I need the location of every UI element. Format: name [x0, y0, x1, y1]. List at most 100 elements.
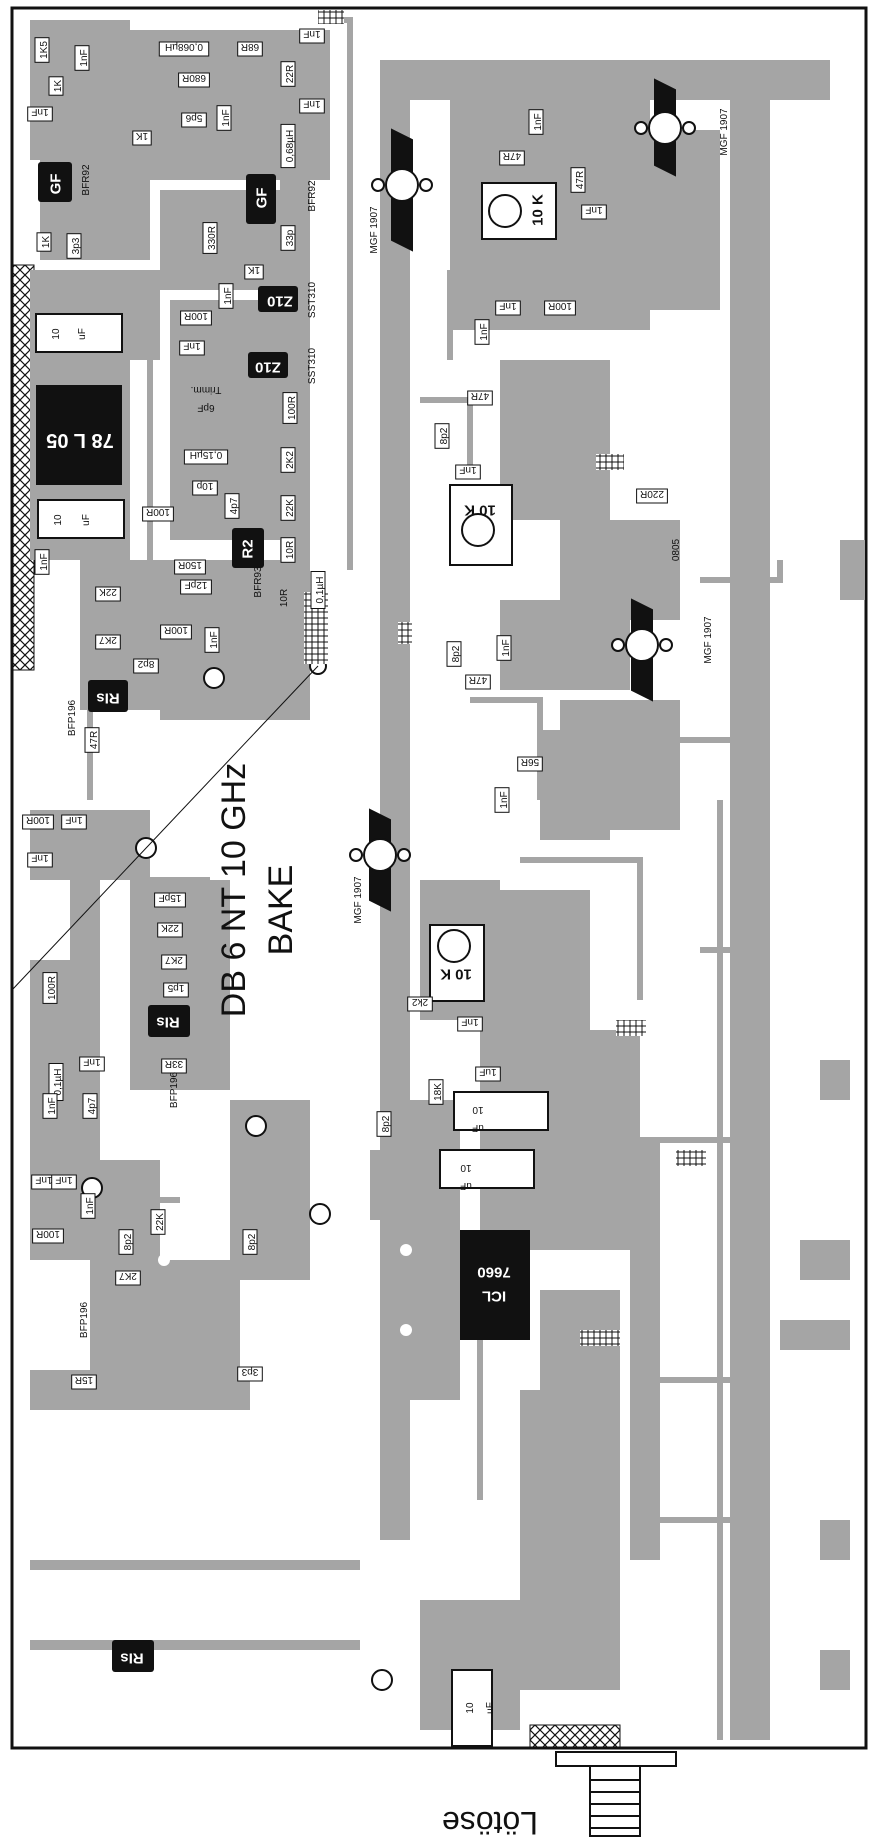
component-label: 1K5 [34, 37, 50, 63]
component-label: GF [254, 188, 271, 209]
label-text: 8p2 [451, 645, 462, 662]
component-label: 330R [202, 222, 218, 254]
label-text: 10R [285, 541, 296, 559]
label-text: 0805 [671, 538, 682, 561]
component-label: 1nF [494, 787, 510, 813]
label-text: 1nF [499, 300, 516, 311]
label-text: uF [485, 1702, 496, 1714]
component-label: 8p2 [242, 1229, 258, 1255]
label-box [204, 627, 220, 653]
component-label: 1nF [27, 106, 53, 122]
label-box [174, 559, 206, 575]
label-box [180, 310, 212, 326]
component-label: 0,1µH [310, 571, 326, 609]
component-label: RIs [156, 1014, 179, 1031]
label-text: ICL [482, 1288, 506, 1305]
component-label: 10R [279, 589, 290, 607]
label-text: 1nF [31, 852, 48, 863]
component-label: 1nF [61, 814, 87, 830]
component-label: 0,15µH [183, 449, 229, 465]
label-text: BFR93 [253, 566, 264, 598]
component-label: 10 [472, 1104, 484, 1115]
component-label: uF [81, 514, 92, 526]
label-text: 33p [285, 229, 296, 246]
component-label: 3p3 [237, 1366, 263, 1382]
label-text: 1K [248, 264, 261, 275]
label-text: 10 [53, 514, 64, 526]
component-label: BFP196 [67, 699, 78, 736]
label-text: 47R [575, 171, 586, 189]
label-text: 0,68µH [285, 130, 296, 162]
component-label: 22K [280, 495, 296, 521]
label-text: 10 K [530, 194, 547, 226]
label-box [51, 1174, 77, 1190]
label-box [27, 852, 53, 868]
board-outline [10, 6, 868, 1750]
component-label: 1nF [581, 204, 607, 220]
component-label: 2K7 [95, 634, 121, 650]
label-box [34, 37, 50, 63]
label-text: 47R [89, 731, 100, 749]
component-label: 1K [132, 130, 152, 146]
label-text: 330R [207, 226, 218, 250]
label-text: 1nF [79, 49, 90, 66]
label-text: 15R [75, 1374, 93, 1385]
component-label: 1nF [218, 283, 234, 309]
component-label: 0,68µH [280, 123, 296, 169]
label-box [22, 814, 54, 830]
label-text: 1nF [85, 1197, 96, 1214]
label-box [299, 98, 325, 114]
component-label: RIs [96, 690, 119, 707]
component-label: uF [472, 1122, 484, 1133]
label-text: uF [77, 328, 88, 340]
label-text: uF [81, 514, 92, 526]
component-label: 22K [95, 586, 121, 602]
label-text: 47R [469, 674, 487, 685]
component-label: 47R [465, 674, 491, 690]
label-text: 10R [279, 589, 290, 607]
component-label: uF [485, 1702, 496, 1714]
label-text: 1nF [65, 814, 82, 825]
component-label: 1uF [475, 1066, 501, 1082]
label-text: 56R [521, 756, 539, 767]
component-label: Z10 [255, 359, 281, 376]
component-label: uF [77, 328, 88, 340]
label-box [407, 996, 433, 1012]
component-label: 22R [280, 61, 296, 87]
label-text: 1nF [459, 464, 476, 475]
label-box [71, 1374, 97, 1390]
component-label: 100R [22, 814, 54, 830]
label-text: 100R [26, 814, 50, 825]
component-label: 68R [237, 41, 263, 57]
label-text: 680R [182, 72, 206, 83]
label-box [79, 1056, 105, 1072]
component-label: SST310 [307, 281, 318, 318]
label-text: 22K [155, 1213, 166, 1231]
label-text: 1K [136, 130, 149, 141]
label-box [280, 225, 296, 251]
label-text: RIs [96, 690, 119, 707]
label-text: 8p2 [439, 427, 450, 444]
label-box [158, 41, 210, 57]
label-box [161, 1058, 187, 1074]
component-label: 10 K [464, 502, 496, 519]
component-label: 15pF [154, 892, 186, 908]
label-text: 1K [41, 236, 52, 249]
label-text: 1nF [223, 287, 234, 304]
label-text: 1nF [55, 1174, 72, 1185]
label-box [160, 624, 192, 640]
component-label: MGF 1907 [369, 206, 380, 254]
label-text: 3p3 [71, 237, 82, 254]
label-text: Z10 [255, 359, 281, 376]
label-text: RIs [156, 1014, 179, 1031]
component-label: 10 [460, 1162, 472, 1173]
label-box [496, 635, 512, 661]
label-text: 8p2 [381, 1115, 392, 1132]
component-label: 8p2 [376, 1111, 392, 1137]
component-label: 4p7 [224, 493, 240, 519]
label-box [95, 634, 121, 650]
label-text: Z10 [267, 293, 293, 310]
label-text: 2k2 [412, 996, 429, 1007]
component-label: 1nF [79, 1056, 105, 1072]
